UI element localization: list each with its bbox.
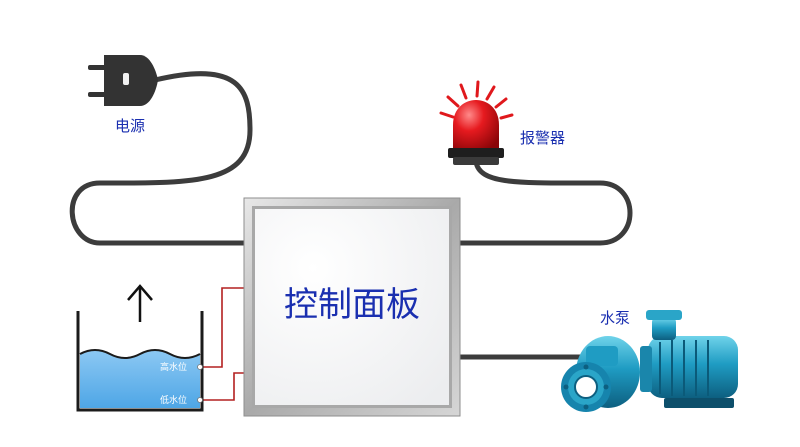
water-tank [76,311,204,412]
plug-icon [88,55,158,106]
high-level-wire [200,287,258,368]
alarm-cable [442,159,633,246]
arrow-up-icon [127,284,153,322]
low-level-label: 低水位 [160,394,187,406]
water-fill [80,350,200,408]
power-cable [69,71,253,246]
high-level-label: 高水位 [160,361,187,373]
power-label: 电源 [115,117,145,135]
high-level-probe [197,364,203,370]
low-level-probe [197,397,203,403]
control-panel [243,197,461,417]
alarm-label: 报警器 [520,129,565,147]
water-pump-icon [561,310,738,412]
panel-title: 控制面板 [284,285,420,325]
pump-label: 水泵 [600,309,630,327]
siren-icon [439,80,514,165]
